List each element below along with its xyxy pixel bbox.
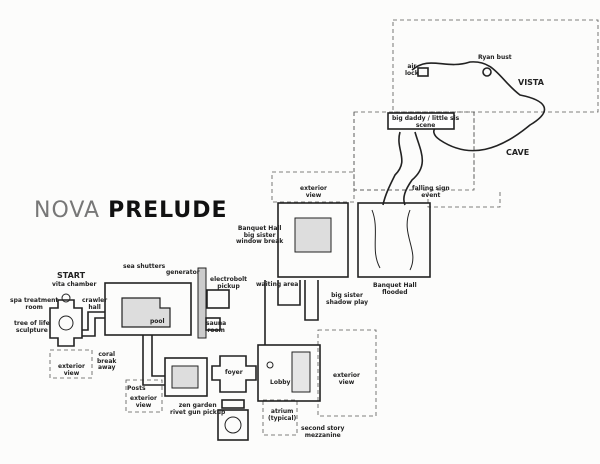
label-lobby: Lobby: [270, 379, 291, 386]
map-title: NOVA PRELUDE: [34, 198, 228, 223]
label-sea-shutters: sea shutters: [123, 263, 166, 270]
label-shadow-play: big sister shadow play: [326, 292, 369, 306]
label-exterior-4: exterior view: [300, 185, 327, 199]
label-banquet-flooded: Banquet Hall flooded: [373, 282, 417, 296]
label-exterior-2: exterior view: [130, 395, 157, 409]
label-ryan-bust: Ryan bust: [478, 54, 512, 61]
label-spa: spa treatment room: [10, 297, 59, 311]
label-posts: Posts: [127, 385, 146, 392]
label-crawler: crawler hall: [82, 297, 108, 311]
label-coral: coral break away: [97, 351, 117, 371]
label-atrium: atrium (typical): [268, 408, 297, 422]
zone-outlines: [49, 19, 599, 436]
spa-room: [49, 299, 83, 347]
banquet-hall-window-room: [277, 202, 349, 278]
label-vita-chamber: vita chamber: [52, 281, 97, 288]
label-scene: big daddy / little sis scene: [392, 115, 460, 129]
cave-path: [382, 61, 546, 206]
scene-box: [387, 112, 455, 130]
label-air-lock: air lock: [405, 63, 419, 77]
lobby-room: [257, 344, 321, 402]
label-exterior-1: exterior view: [58, 363, 85, 377]
label-cave: CAVE: [506, 148, 530, 157]
title-prelude: PRELUDE: [108, 198, 228, 223]
zen-garden-room: [164, 357, 208, 397]
banquet-hall-flooded-room: [357, 202, 431, 278]
label-start: START: [57, 271, 86, 280]
pool-room: [104, 282, 192, 336]
label-falling-sign: falling sign event: [412, 185, 450, 199]
label-pool: pool: [150, 318, 165, 325]
label-electrobolt: electrobolt pickup: [210, 276, 248, 290]
label-vista: VISTA: [518, 78, 544, 87]
label-zen-garden: zen garden rivet gun pickup: [170, 402, 226, 416]
label-tree: tree of life sculpture: [14, 320, 50, 334]
title-nova: NOVA: [34, 198, 101, 223]
label-generator: generator: [166, 269, 200, 276]
label-sauna: sauna room: [206, 320, 227, 334]
label-mezzanine: second story mezzanine: [301, 425, 345, 439]
label-foyer: foyer: [225, 369, 243, 376]
label-exterior-3: exterior view: [333, 372, 360, 386]
label-banquet-window: Banquet Hall big sister window break: [236, 225, 284, 245]
label-waiting-area: waiting area: [256, 281, 299, 288]
foyer-room: [211, 355, 257, 393]
